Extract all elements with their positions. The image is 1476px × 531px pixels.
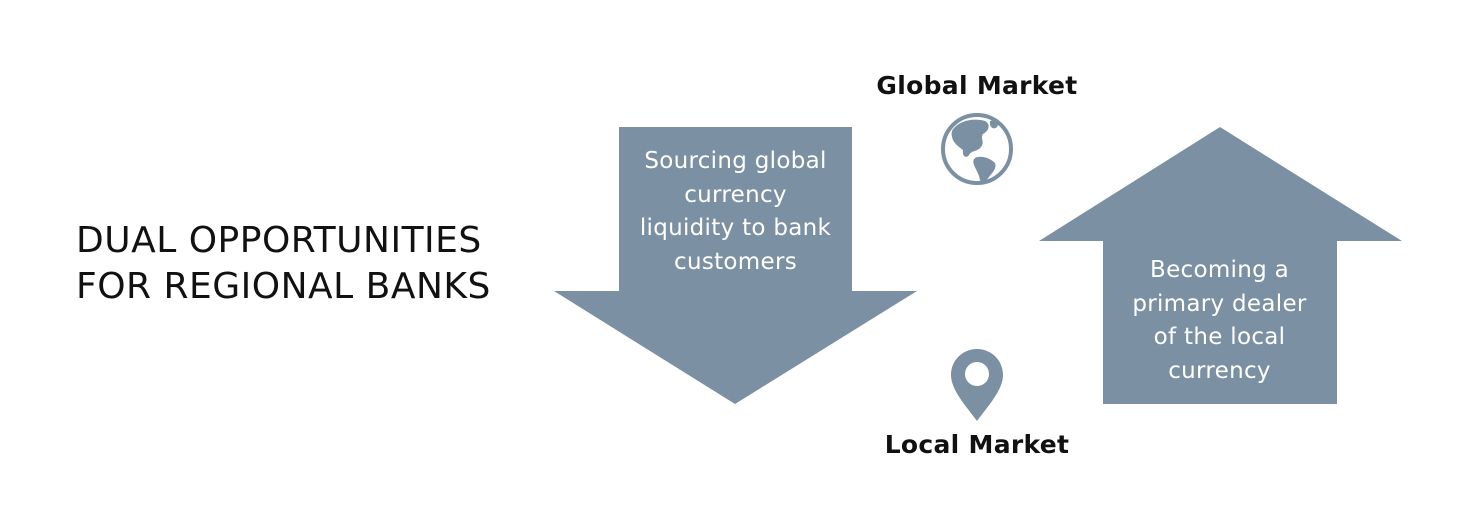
globe-icon (941, 113, 1013, 185)
down-arrow-line-4: customers (674, 248, 797, 275)
up-arrow-line-1: Becoming a (1149, 257, 1290, 283)
local-market-label: Local Market (884, 430, 1070, 459)
up-arrow-text: Becoming a primary dealer of the local c… (1103, 254, 1336, 388)
up-arrow (1039, 127, 1402, 404)
location-pin-icon (951, 349, 1003, 421)
page-title: DUAL OPPORTUNITIES FOR REGIONAL BANKS (76, 218, 536, 310)
down-arrow (554, 127, 917, 404)
down-arrow-line-2: currency (684, 181, 787, 208)
up-arrow-line-2: primary dealer (1132, 290, 1307, 317)
up-arrow-line-3: of the local (1153, 324, 1286, 350)
up-arrow-line-4: currency (1168, 357, 1271, 384)
down-arrow-text: Sourcing global currency liquidity to ba… (619, 145, 852, 279)
global-market-label: Global Market (876, 71, 1078, 100)
down-arrow-line-1: Sourcing global (644, 148, 827, 174)
down-arrow-line-3: liquidity to bank (639, 215, 832, 241)
title-line-1: DUAL OPPORTUNITIES (76, 220, 482, 261)
title-line-2: FOR REGIONAL BANKS (76, 266, 491, 307)
